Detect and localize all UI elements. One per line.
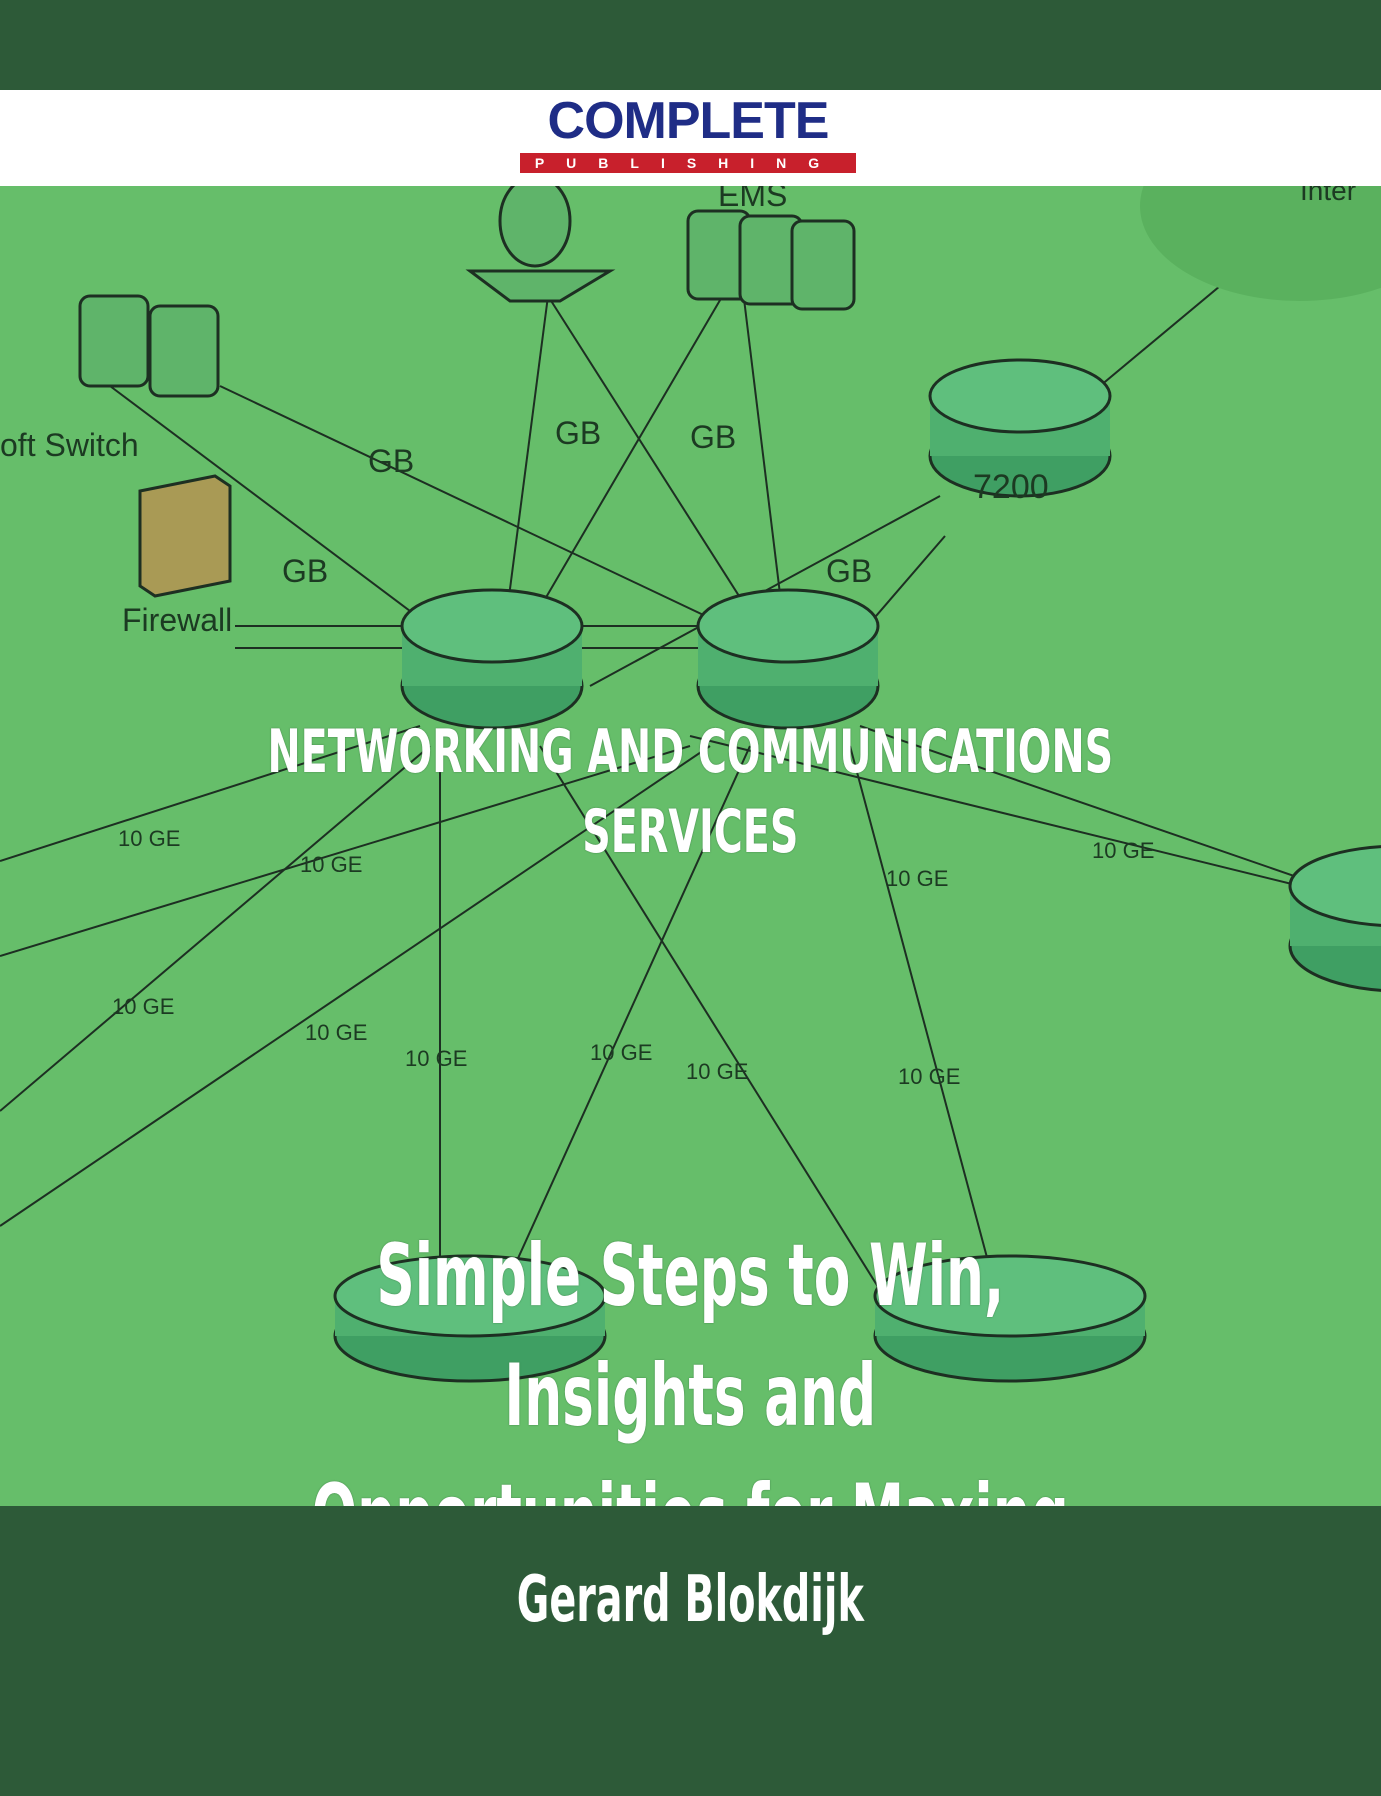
link-label-gb: GB xyxy=(282,553,328,589)
satellite-dish-icon xyxy=(465,186,616,303)
edge-router-bottom-right-icon xyxy=(873,1254,1147,1383)
link-label-10ge: 10 GE xyxy=(300,852,362,877)
top-band xyxy=(0,0,1381,90)
firewall-icon xyxy=(138,474,232,598)
firewall-label: Firewall xyxy=(122,602,232,638)
link-label-gb: GB xyxy=(826,553,872,589)
link-label-10ge: 10 GE xyxy=(405,1046,467,1071)
link-label-10ge: 10 GE xyxy=(886,866,948,891)
internet-label: Inter xyxy=(1300,186,1356,206)
core-router-right-icon xyxy=(696,588,880,730)
link-label-10ge: 10 GE xyxy=(590,1040,652,1065)
internet-cloud xyxy=(1140,186,1381,301)
router-7200-label: 7200 xyxy=(973,468,1049,506)
publisher-logo-sub: PUBLISHING xyxy=(520,153,856,173)
network-diagram-illustration: Inter oft Switch EMS Firewall xyxy=(0,186,1381,1383)
cover-artwork: Inter oft Switch EMS Firewall xyxy=(0,186,1381,1506)
link-label-10ge: 10 GE xyxy=(686,1059,748,1084)
book-title: NETWORKING AND COMMUNICATIONS SERVICES xyxy=(267,717,1114,867)
link-label-gb: GB xyxy=(555,415,601,451)
link-label-10ge: 10 GE xyxy=(112,994,174,1019)
book-subtitle-line-1: Simple Steps to Win, Insights and xyxy=(376,1226,1005,1446)
link-label-10ge: 10 GE xyxy=(118,826,180,851)
router-7200-icon xyxy=(928,358,1112,498)
book-author: Gerard Blokdijk xyxy=(516,1563,864,1637)
link-label-10ge: 10 GE xyxy=(305,1020,367,1045)
link-label-gb: GB xyxy=(368,443,414,479)
soft-switch-label: oft Switch xyxy=(0,427,139,463)
publisher-logo: COMPLETE PUBLISHING xyxy=(518,92,858,180)
edge-router-bottom-left-icon xyxy=(333,1254,607,1383)
ems-servers xyxy=(686,209,856,311)
soft-switch-servers xyxy=(78,294,220,398)
book-subtitle: Simple Steps to Win, Insights and Opport… xyxy=(262,1216,1118,1686)
bottom-band xyxy=(0,1506,1381,1796)
link-label-10ge: 10 GE xyxy=(1092,838,1154,863)
publisher-logo-main: COMPLETE xyxy=(547,92,830,150)
ems-label: EMS xyxy=(718,186,787,213)
link-label-10ge: 10 GE xyxy=(898,1064,960,1089)
edge-router-right-icon xyxy=(1288,845,1381,992)
link-label-gb: GB xyxy=(690,419,736,455)
core-router-left-icon xyxy=(400,588,584,730)
